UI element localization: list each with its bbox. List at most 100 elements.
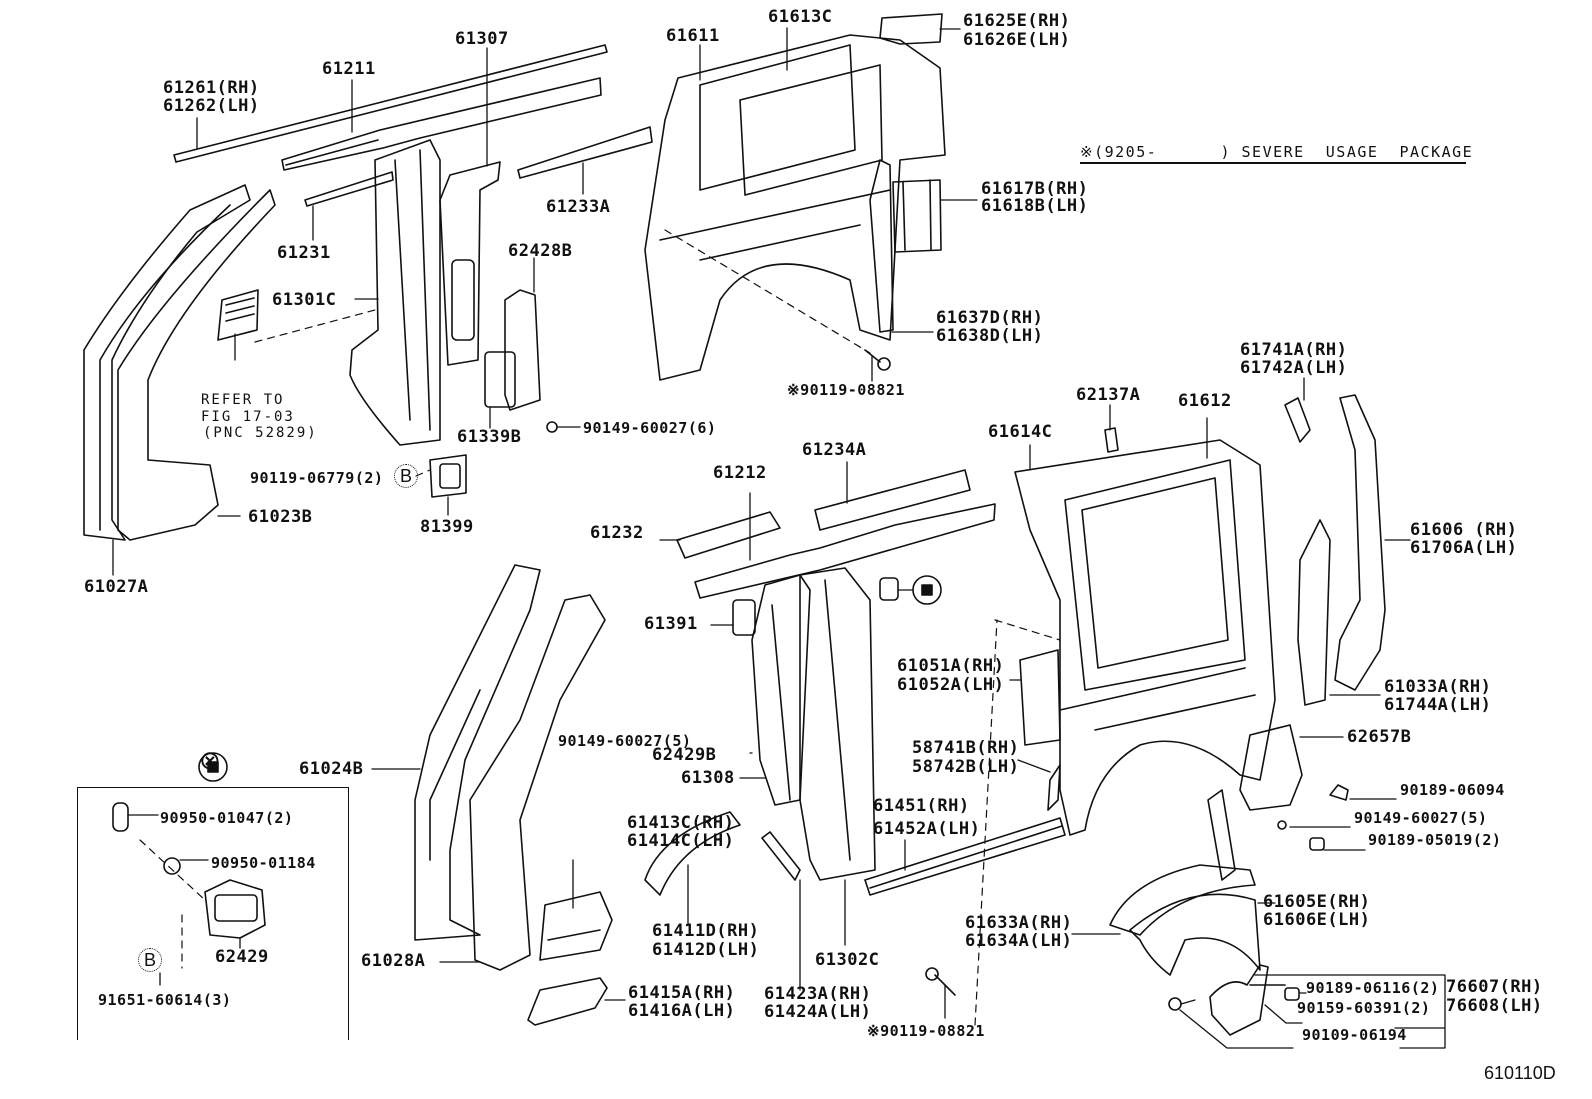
part-label[interactable]: 61052A(LH): [897, 675, 1005, 695]
part-label[interactable]: 61625E(RH): [963, 11, 1071, 31]
part-label[interactable]: 91651-60614(3): [98, 991, 232, 1009]
plate-81399: [415, 454, 467, 516]
part-label[interactable]: 61415A(RH): [628, 983, 736, 1003]
gusset-61423A: [761, 831, 801, 991]
vent-grille: [217, 289, 259, 361]
part-label[interactable]: 61617B(RH): [981, 179, 1089, 199]
step-61413C: [539, 859, 613, 961]
quarter-panel-upper: [644, 27, 946, 381]
part-label[interactable]: 90189-06094: [1400, 781, 1505, 799]
figure-code: 610110D: [1484, 1063, 1556, 1083]
front-pillar-61027A: [83, 184, 276, 576]
part-label[interactable]: 61612: [1178, 391, 1232, 411]
block-61391: [710, 599, 756, 636]
part-label[interactable]: 61413C(RH): [627, 813, 735, 833]
panel-61617B: [892, 179, 978, 253]
part-label[interactable]: 61028A: [361, 951, 426, 971]
part-label[interactable]: 90189-06116(2): [1306, 979, 1440, 997]
part-label[interactable]: 61613C: [768, 7, 833, 27]
part-label[interactable]: 61391: [644, 614, 698, 634]
part-label[interactable]: 61302C: [815, 950, 880, 970]
part-label[interactable]: 61051A(RH): [897, 656, 1005, 676]
part-label[interactable]: 61027A: [84, 577, 149, 597]
part-label[interactable]: 62429: [215, 947, 269, 967]
part-label[interactable]: 61637D(RH): [936, 308, 1044, 328]
part-label[interactable]: 90159-60391(2): [1297, 999, 1431, 1017]
detail-inset-box: [77, 787, 349, 1040]
part-label[interactable]: 61024B: [299, 759, 364, 779]
part-label[interactable]: 58741B(RH): [912, 738, 1020, 758]
part-label[interactable]: 61301C: [272, 290, 337, 310]
refer-note-line: FIG 17-03: [201, 409, 295, 425]
part-label[interactable]: 61618B(LH): [981, 196, 1089, 216]
pillar-61033A: [1297, 519, 1381, 706]
part-label[interactable]: 61634A(LH): [965, 931, 1073, 951]
callout-b: B: [138, 948, 162, 972]
brace-62428B: [484, 257, 581, 433]
pillar-61606: [1334, 394, 1411, 691]
part-label[interactable]: 61234A: [802, 440, 867, 460]
part-label[interactable]: ※90119-08821: [867, 1022, 985, 1040]
part-label[interactable]: 62429B: [652, 745, 717, 765]
part-label[interactable]: 61606 (RH): [1410, 520, 1518, 540]
part-label[interactable]: 90109-06194: [1302, 1026, 1407, 1044]
part-label[interactable]: 61451(RH): [873, 796, 970, 816]
part-label[interactable]: 61742A(LH): [1240, 358, 1348, 378]
part-label[interactable]: 76608(LH): [1446, 996, 1543, 1016]
part-label[interactable]: 62428B: [508, 241, 573, 261]
part-label[interactable]: 61231: [277, 243, 331, 263]
part-label[interactable]: 61414C(LH): [627, 831, 735, 851]
bracket-61051A: [1009, 649, 1061, 746]
part-label[interactable]: 61023B: [248, 507, 313, 527]
part-label[interactable]: 61307: [455, 29, 509, 49]
part-label[interactable]: 61626E(LH): [963, 30, 1071, 50]
part-label[interactable]: 90149-60027(5): [558, 732, 692, 750]
part-label[interactable]: 61261(RH): [163, 78, 260, 98]
part-label[interactable]: 62657B: [1347, 727, 1412, 747]
part-label[interactable]: 61452A(LH): [873, 819, 981, 839]
rail-61233A: [517, 126, 653, 195]
part-label[interactable]: 61424A(LH): [764, 1002, 872, 1022]
part-label[interactable]: 61614C: [988, 422, 1053, 442]
part-label[interactable]: 61611: [666, 26, 720, 46]
part-label[interactable]: 61412D(LH): [652, 940, 760, 960]
pillar-61741A: [1284, 377, 1311, 443]
part-label[interactable]: 61212: [713, 463, 767, 483]
part-label[interactable]: 61308: [681, 768, 735, 788]
part-label[interactable]: 61606E(LH): [1263, 910, 1371, 930]
part-label[interactable]: 90149-60027(5): [1354, 809, 1488, 827]
part-label[interactable]: 61211: [322, 59, 376, 79]
part-label[interactable]: 61339B: [457, 427, 522, 447]
part-label[interactable]: 61411D(RH): [652, 921, 760, 941]
bracket-62657B: [1239, 724, 1344, 811]
part-label[interactable]: 90119-06779(2): [250, 469, 384, 487]
part-label[interactable]: 61416A(LH): [628, 1001, 736, 1021]
pillar-61307: [439, 161, 501, 366]
part-label[interactable]: 61232: [590, 523, 644, 543]
part-label[interactable]: 61706A(LH): [1410, 538, 1518, 558]
part-label[interactable]: 76607(RH): [1446, 977, 1543, 997]
part-label[interactable]: 61233A: [546, 197, 611, 217]
part-label[interactable]: 90950-01047(2): [160, 809, 294, 827]
part-label[interactable]: 81399: [420, 517, 474, 537]
part-label[interactable]: 90149-60027(6): [583, 419, 717, 437]
part-label[interactable]: 58742B(LH): [912, 757, 1020, 777]
part-label[interactable]: ※90119-08821: [787, 381, 905, 399]
reference-mark-icon: ※: [1080, 143, 1095, 161]
part-label[interactable]: 61633A(RH): [965, 913, 1073, 933]
part-label[interactable]: 90189-05019(2): [1368, 831, 1502, 849]
part-label[interactable]: 61033A(RH): [1384, 677, 1492, 697]
front-pillar-61024B: [371, 564, 541, 941]
part-label[interactable]: 61605E(RH): [1263, 892, 1371, 912]
center-pillar-61301C: [254, 139, 441, 446]
pillar-61308: [739, 574, 811, 806]
part-label[interactable]: 61638D(LH): [936, 326, 1044, 346]
part-label[interactable]: 61741A(RH): [1240, 340, 1348, 360]
part-label[interactable]: 61423A(RH): [764, 984, 872, 1004]
part-label[interactable]: 61262(LH): [163, 96, 260, 116]
part-label[interactable]: 61744A(LH): [1384, 695, 1492, 715]
part-label[interactable]: 90950-01184: [211, 854, 316, 872]
part-label[interactable]: 62137A: [1076, 385, 1141, 405]
pillar-61302C: [799, 567, 876, 946]
rail-61212: [694, 492, 996, 599]
